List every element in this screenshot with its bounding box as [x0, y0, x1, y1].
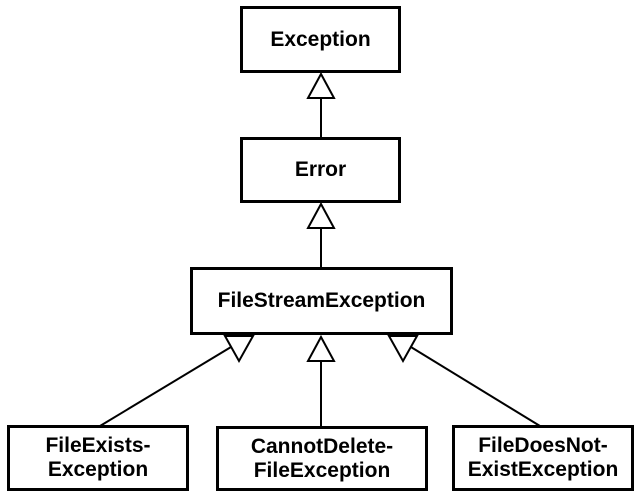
class-label-cannot-delete-line2: FileException	[253, 458, 391, 482]
class-box-error: Error	[240, 137, 401, 203]
generalization-arrow-to-filestream-right	[387, 335, 419, 364]
class-label-file-stream-exception: FileStreamException	[217, 289, 426, 312]
generalization-arrow-to-error	[306, 201, 336, 229]
class-box-file-stream-exception: FileStreamException	[190, 267, 453, 335]
generalization-arrow-to-filestream-left	[223, 335, 255, 364]
class-box-file-does-not-exist-exception: FileDoesNot- ExistException	[452, 425, 634, 491]
class-box-cannot-delete-file-exception: CannotDelete- FileException	[216, 426, 428, 491]
edge-fileexists-to-filestream	[99, 343, 237, 427]
class-label-cannot-delete-line1: CannotDelete-	[250, 434, 394, 458]
class-label-exception: Exception	[270, 27, 371, 51]
class-label-does-not-exist-line1: FileDoesNot-	[478, 434, 608, 457]
class-box-exception: Exception	[240, 6, 401, 73]
class-label-does-not-exist-line2: ExistException	[467, 458, 619, 481]
generalization-arrow-to-exception	[306, 71, 336, 99]
class-label-file-exists-line2: Exception	[47, 458, 149, 481]
class-label-file-exists-line1: FileExists-	[45, 434, 151, 457]
generalization-arrow-to-filestream-center	[306, 334, 336, 362]
class-box-file-exists-exception: FileExists- Exception	[7, 425, 189, 491]
class-label-error: Error	[294, 158, 347, 181]
edge-doesnotexist-to-filestream	[405, 343, 541, 427]
